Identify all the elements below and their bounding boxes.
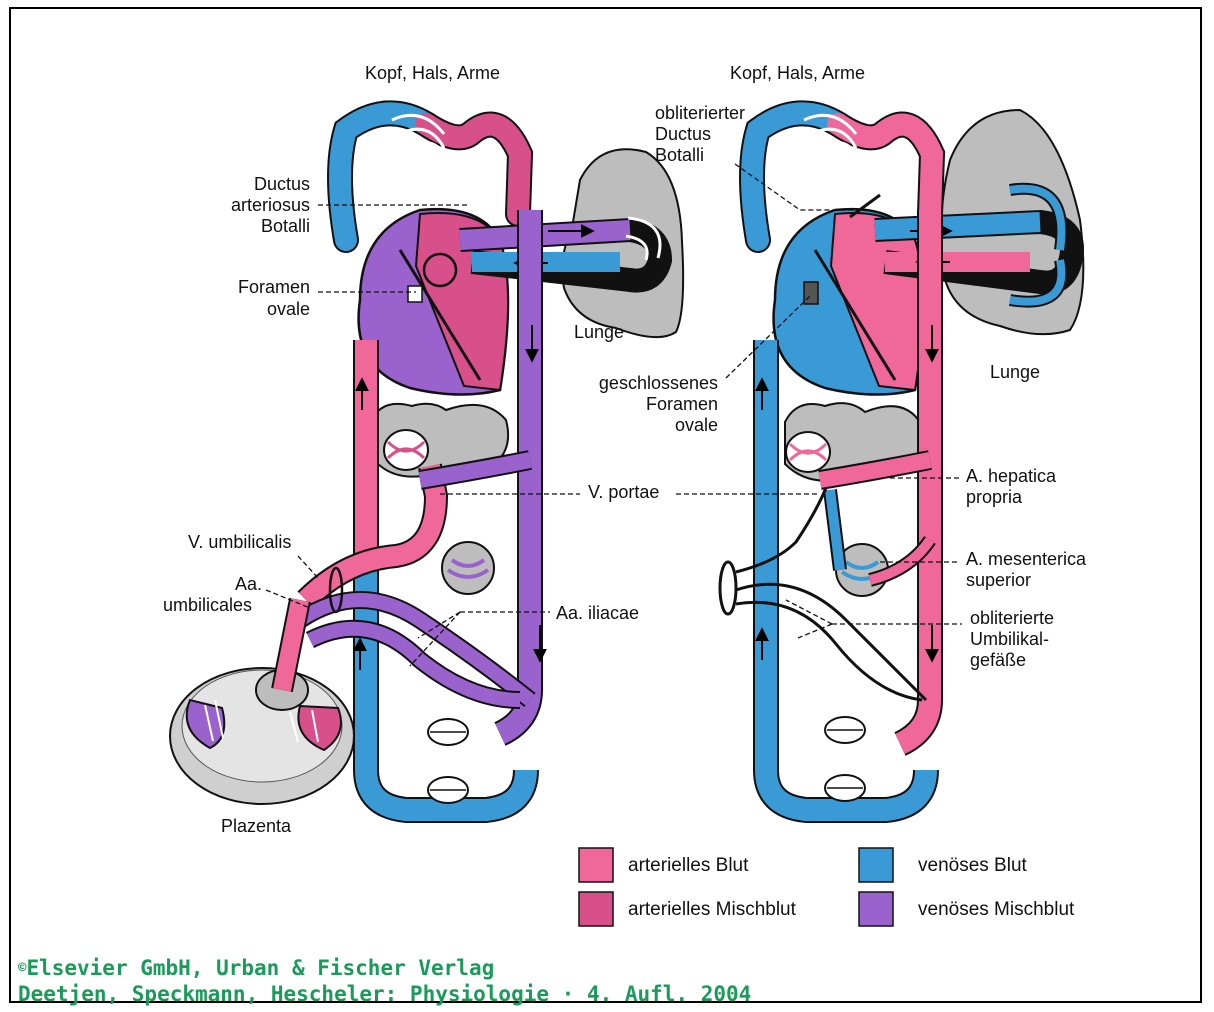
placenta: [170, 668, 354, 804]
svg-text:Foramen: Foramen: [646, 394, 718, 414]
svg-text:arteriosus: arteriosus: [231, 195, 310, 215]
legend-arterial-mixed: arterielles Mischblut: [579, 892, 797, 926]
credit-line-2: Deetjen, Speckmann, Hescheler: Physiolog…: [18, 982, 751, 1006]
svg-text:ovale: ovale: [267, 299, 310, 319]
svg-text:ovale: ovale: [675, 415, 718, 435]
svg-text:venöses Mischblut: venöses Mischblut: [918, 899, 1075, 920]
svg-text:A. hepatica: A. hepatica: [966, 466, 1057, 486]
svg-text:Aa. iliacae: Aa. iliacae: [556, 603, 639, 623]
placenta-label: Plazenta: [221, 816, 292, 836]
copyright-credit: ©Elsevier GmbH, Urban & Fischer Verlag D…: [18, 955, 751, 1007]
fetal-head-label: Kopf, Hals, Arme: [365, 63, 500, 83]
svg-text:propria: propria: [966, 487, 1023, 507]
legend: arterielles Blut arterielles Mischblut v…: [579, 848, 1075, 926]
svg-text:arterielles Blut: arterielles Blut: [628, 855, 749, 876]
v-umbilicalis-label: V. umbilicalis: [188, 532, 318, 578]
svg-text:Botalli: Botalli: [655, 145, 704, 165]
svg-text:Ductus: Ductus: [254, 174, 310, 194]
svg-text:V. portae: V. portae: [588, 482, 659, 502]
svg-text:Foramen: Foramen: [238, 277, 310, 297]
svg-text:umbilicales: umbilicales: [163, 595, 252, 615]
svg-text:geschlossenes: geschlossenes: [599, 373, 718, 393]
svg-text:obliterierter: obliterierter: [655, 103, 745, 123]
legend-arterial: arterielles Blut: [579, 848, 749, 882]
legend-venous: venöses Blut: [859, 848, 1028, 882]
svg-text:Ductus: Ductus: [655, 124, 711, 144]
svg-text:venöses Blut: venöses Blut: [918, 855, 1028, 876]
svg-text:superior: superior: [966, 570, 1031, 590]
lung-fetal-label: Lunge: [574, 322, 624, 342]
svg-text:arterielles Mischblut: arterielles Mischblut: [628, 899, 797, 920]
svg-text:Botalli: Botalli: [261, 216, 310, 236]
svg-text:Aa.: Aa.: [235, 574, 262, 594]
svg-text:gefäße: gefäße: [970, 650, 1026, 670]
svg-text:obliterierte: obliterierte: [970, 608, 1054, 628]
svg-text:A. mesenterica: A. mesenterica: [966, 549, 1087, 569]
lung-adult-label: Lunge: [990, 362, 1040, 382]
svg-text:V. umbilicalis: V. umbilicalis: [188, 532, 291, 552]
adult-circulation: [720, 110, 1083, 810]
svg-text:Umbilikal-: Umbilikal-: [970, 629, 1049, 649]
legend-venous-mixed: venöses Mischblut: [859, 892, 1075, 926]
adult-head-label: Kopf, Hals, Arme: [730, 63, 865, 83]
credit-line-1: Elsevier GmbH, Urban & Fischer Verlag: [26, 956, 494, 980]
fetal-circulation: [170, 113, 683, 810]
